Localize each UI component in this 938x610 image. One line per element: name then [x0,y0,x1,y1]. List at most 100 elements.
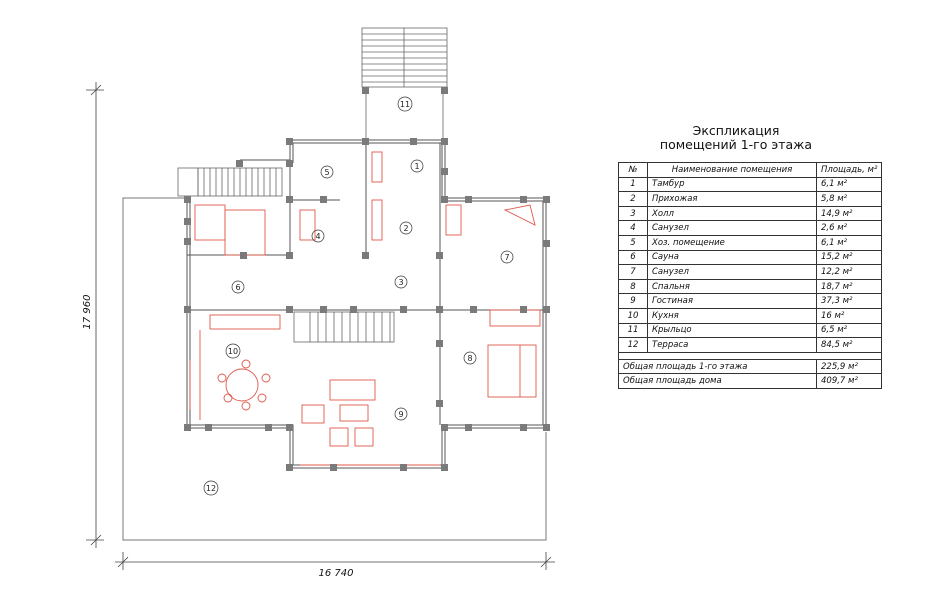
room-label-11: 11 [397,96,413,112]
svg-text:9: 9 [398,410,403,419]
room-area: 6,5 м² [815,322,883,339]
room-name: Хоз. помещение [647,234,817,251]
room-name: Спальня [647,278,817,295]
room-area: 12,2 м² [815,264,883,280]
dimension-height [86,82,104,548]
room-name: Прихожая [647,191,817,207]
header-no: № [618,162,648,178]
room-area: 15,2 м² [815,249,883,266]
total-label: Общая площадь дома [618,373,817,389]
room-area: 2,6 м² [815,220,883,236]
svg-text:7: 7 [504,253,509,262]
room-area: 16 м² [815,307,883,324]
total-row: Общая площадь дома 409,7 м² [618,373,883,389]
furniture [189,151,541,466]
room-no: 3 [618,205,648,222]
room-no: 12 [618,337,648,353]
walls [186,139,547,469]
room-no: 9 [618,293,648,309]
room-label-6: 6 [231,280,245,294]
room-area: 18,7 м² [815,278,883,295]
room-area: 84,5 м² [815,337,883,353]
room-label-10: 10 [225,343,241,359]
dimension-width [115,552,555,570]
svg-text:1: 1 [414,162,419,171]
room-name: Кухня [647,307,817,324]
dimension-width-label: 16 740 [319,568,354,579]
columns [184,87,550,471]
total-value: 409,7 м² [815,373,883,389]
terrace-outline [122,197,547,541]
totals-body: Общая площадь 1-го этажа 225,9 м² Общая … [617,351,883,389]
room-label-3: 3 [394,275,408,289]
room-name: Терраса [647,337,817,353]
room-no: 1 [618,176,648,193]
dimension-height-label: 17 960 [82,295,93,330]
room-label-5: 5 [320,165,334,179]
svg-text:2: 2 [403,224,408,233]
room-name: Гостиная [647,293,817,309]
room-area: 14,9 м² [815,205,883,222]
svg-text:4: 4 [315,232,320,241]
room-label-4: 4 [311,229,325,243]
header-name: Наименование помещения [647,162,817,178]
room-no: 4 [618,220,648,236]
room-no: 7 [618,264,648,280]
room-no: 10 [618,307,648,324]
room-area: 37,3 м² [815,293,883,309]
room-name: Сауна [647,249,817,266]
room-no: 2 [618,191,648,207]
back-stairs [177,167,283,197]
svg-text:12: 12 [206,484,216,493]
svg-text:5: 5 [324,168,329,177]
total-label: Общая площадь 1-го этажа [618,358,817,375]
room-label-7: 7 [500,250,514,264]
room-name: Санузел [647,220,817,236]
header-area: Площадь, м² [815,162,883,178]
svg-text:6: 6 [235,283,240,292]
room-area: 5,8 м² [815,191,883,207]
table-header-row: № Наименование помещения Площадь, м² [618,162,883,178]
legend-title-line1: Экспликация [692,123,780,138]
total-value: 225,9 м² [815,358,883,375]
room-label-12: 12 [203,480,219,496]
room-number-labels: 1 2 3 4 5 6 7 8 9 10 11 12 [203,96,514,496]
spacer-row [617,351,883,360]
room-name: Тамбур [647,176,817,193]
legend-title-line2: помещений 1-го этажа [659,137,813,152]
room-no: 8 [618,278,648,295]
room-no: 6 [618,249,648,266]
svg-text:8: 8 [467,354,472,363]
room-name: Крыльцо [647,322,817,339]
porch-stairs [361,27,448,140]
svg-text:3: 3 [398,278,403,287]
room-label-8: 8 [463,351,477,365]
room-area: 6,1 м² [815,176,883,193]
room-label-1: 1 [410,159,424,173]
total-row: Общая площадь 1-го этажа 225,9 м² [618,358,883,375]
room-label-9: 9 [394,407,408,421]
room-label-2: 2 [399,221,413,235]
svg-text:11: 11 [400,100,410,109]
room-area: 6,1 м² [815,234,883,251]
internal-stairs [293,311,395,343]
room-name: Холл [647,205,817,222]
room-no: 5 [618,234,648,251]
svg-text:10: 10 [228,347,238,356]
room-no: 11 [618,322,648,339]
legend-title: Экспликация помещений 1-го этажа [612,124,860,152]
